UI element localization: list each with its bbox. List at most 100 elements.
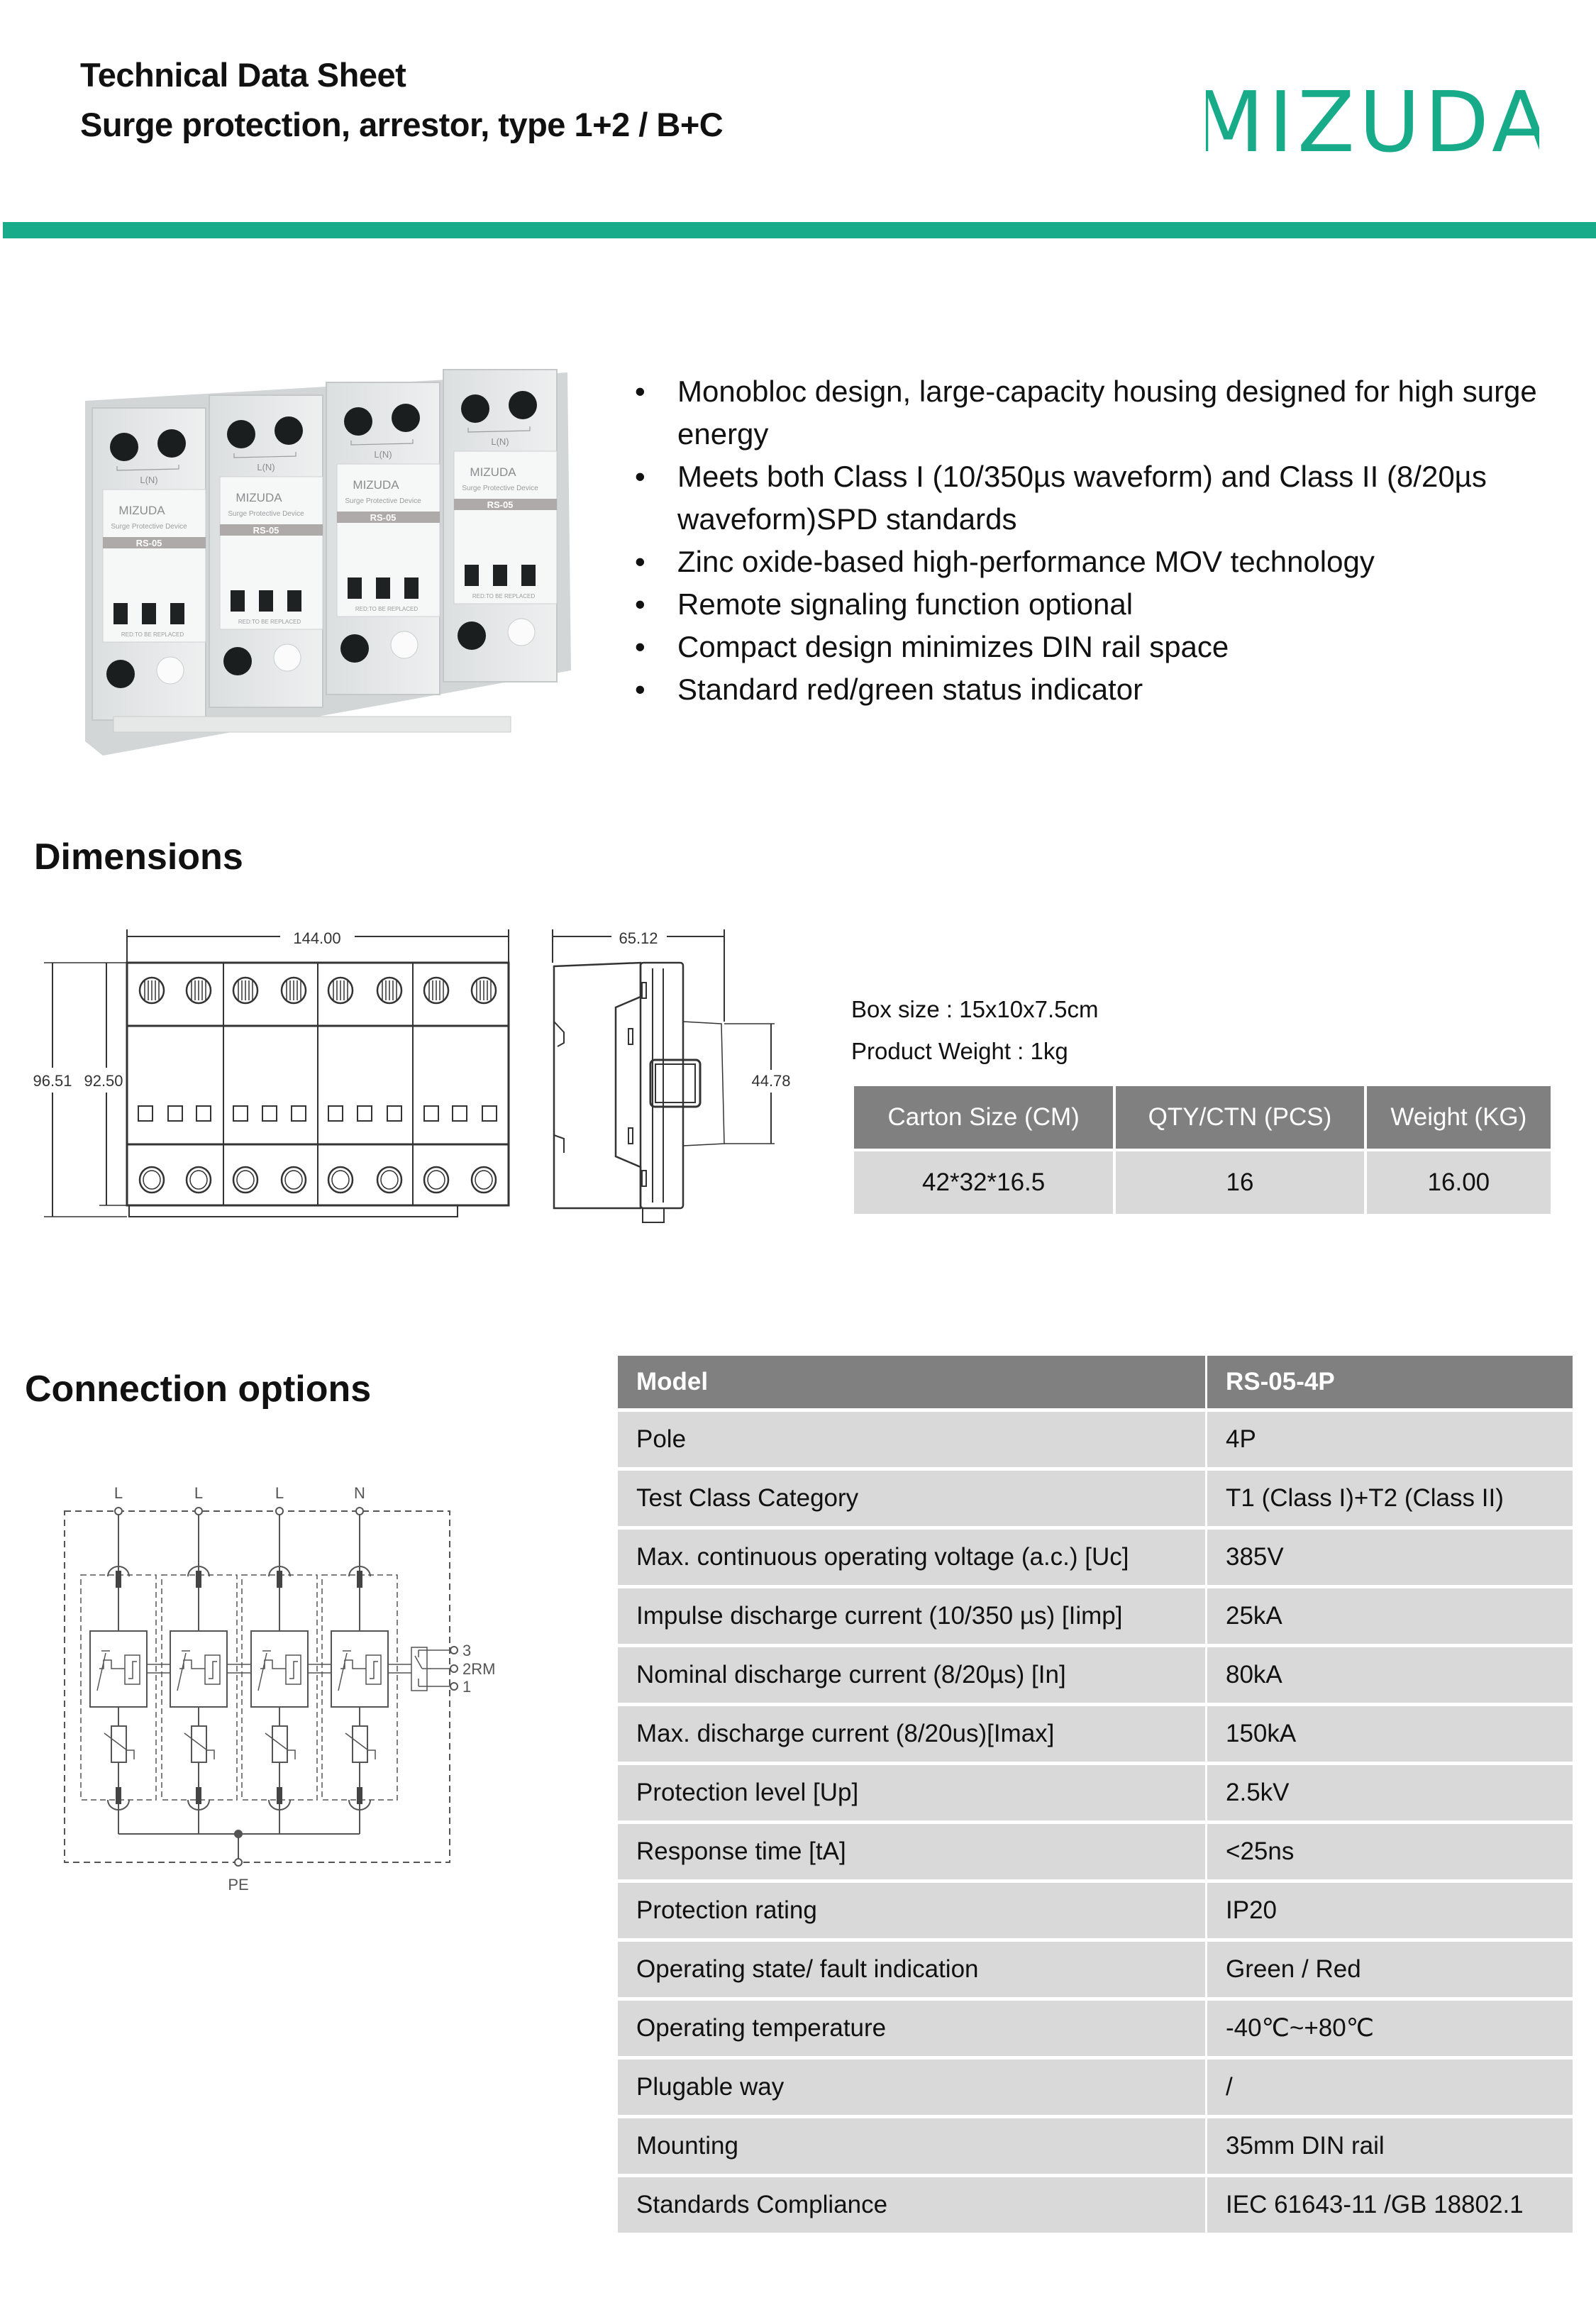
feature-text: Compact design minimizes DIN rail space	[677, 630, 1229, 663]
label-device-type: Surge Protective Device	[228, 510, 304, 518]
terminal-hole-icon	[376, 1166, 403, 1194]
carton-size-value: 42*32*16.5	[854, 1151, 1114, 1214]
remote-contact-2rm: 2RM	[462, 1660, 495, 1678]
weight-header: Weight (KG)	[1366, 1086, 1551, 1149]
feature-text: Monobloc design, large-capacity housing …	[677, 375, 1537, 451]
spec-parameter: Nominal discharge current (8/20µs) [In]	[618, 1647, 1205, 1703]
label-warning: RED:TO BE REPLACED	[472, 593, 536, 599]
terminal-hole-icon	[344, 407, 372, 436]
product-weight: Product Weight : 1kg	[851, 1038, 1068, 1064]
feature-text: Remote signaling function optional	[677, 587, 1134, 621]
status-indicator	[348, 577, 362, 599]
carton-size-header: Carton Size (CM)	[854, 1086, 1114, 1149]
spec-parameter: Operating state/ fault indication	[618, 1942, 1205, 1997]
bullet-icon: •	[635, 630, 645, 663]
dimensions-heading: Dimensions	[34, 836, 243, 878]
terminal-hole-icon	[327, 1166, 354, 1194]
header-divider-bar	[3, 222, 1596, 238]
screw-terminal-icon	[470, 976, 497, 1005]
din-rail-base	[113, 716, 511, 733]
width-dimension-label: 144.00	[293, 929, 340, 947]
terminal-hole-icon	[232, 1166, 259, 1194]
terminal-hole-icon	[461, 394, 489, 423]
remote-contact-1: 1	[462, 1678, 471, 1696]
bullet-icon: •	[635, 545, 645, 578]
label-device-type: Surge Protective Device	[345, 497, 421, 505]
spec-parameter: Standards Compliance	[618, 2177, 1205, 2233]
status-indicator	[287, 590, 301, 612]
spec-row: Protection level [Up]2.5kV	[618, 1765, 1573, 1820]
terminal-hole-icon	[340, 634, 369, 663]
label-warning: RED:TO BE REPLACED	[355, 606, 419, 612]
depth-dimension-label: 65.12	[619, 929, 658, 947]
spec-value: 2.5kV	[1207, 1765, 1573, 1820]
indicator-window	[357, 1105, 372, 1122]
spec-parameter: Test Class Category	[618, 1471, 1205, 1526]
spec-row: Response time [tA]<25ns	[618, 1824, 1573, 1879]
status-indicator	[113, 603, 128, 624]
feature-item: • Monobloc design, large-capacity housing…	[635, 370, 1557, 455]
screw-terminal-icon	[185, 976, 212, 1005]
indicator-window	[196, 1105, 211, 1122]
dimension-drawing: 144.00 96.51 92.50 65.12	[33, 929, 791, 1223]
input-terminal	[114, 1507, 123, 1515]
status-indicator	[465, 565, 479, 586]
label-brand: MIZUDA	[118, 504, 165, 517]
label-device-type: Surge Protective Device	[462, 485, 538, 492]
label-device-type: Surge Protective Device	[111, 523, 187, 531]
feature-text: Standard red/green status indicator	[677, 673, 1143, 706]
indicator-window	[291, 1105, 306, 1122]
feature-item: • Compact design minimizes DIN rail space	[635, 626, 1557, 668]
terminal-hole-icon	[157, 429, 186, 458]
spec-value: /	[1207, 2060, 1573, 2115]
terminal-hole-icon	[138, 1166, 165, 1194]
spec-value: Green / Red	[1207, 1942, 1573, 1997]
document-title: Technical Data Sheet	[80, 56, 406, 94]
spec-row: Plugable way/	[618, 2060, 1573, 2115]
terminal-hole-icon	[227, 420, 255, 448]
rail-height-label: 44.78	[751, 1072, 790, 1090]
terminal-hole-icon	[185, 1166, 212, 1194]
carton-table-row: 42*32*16.5 16 16.00	[854, 1151, 1551, 1214]
bullet-icon: •	[635, 587, 645, 621]
screw-terminal-icon	[423, 976, 450, 1005]
terminal-hole-icon	[106, 660, 135, 688]
line-terminal-label: L	[194, 1484, 203, 1502]
terminal-cover-icon	[273, 643, 301, 672]
spec-value: 35mm DIN rail	[1207, 2118, 1573, 2174]
line-terminal-label: N	[354, 1484, 365, 1502]
terminal-hole-icon	[392, 404, 420, 432]
spec-parameter: Pole	[618, 1412, 1205, 1467]
label-brand: MIZUDA	[235, 491, 282, 504]
model-value: RS-05-4P	[1207, 1356, 1573, 1408]
spec-value: <25ns	[1207, 1824, 1573, 1879]
spec-value: T1 (Class I)+T2 (Class II)	[1207, 1471, 1573, 1526]
status-indicator	[142, 603, 156, 624]
feature-text: Meets both Class I (10/350µs waveform) a…	[677, 460, 1487, 536]
indicator-window	[482, 1105, 497, 1122]
spec-row: Max. continuous operating voltage (a.c.)…	[618, 1530, 1573, 1585]
screw-terminal-icon	[280, 976, 307, 1005]
label-model: RS-05	[487, 499, 514, 510]
terminal-hole-icon	[223, 647, 252, 675]
spec-parameter: Operating temperature	[618, 2001, 1205, 2056]
pe-terminal	[234, 1858, 243, 1867]
label-warning: RED:TO BE REPLACED	[121, 631, 184, 638]
spec-row: Impulse discharge current (10/350 µs) [I…	[618, 1588, 1573, 1644]
label-model: RS-05	[370, 512, 397, 523]
bullet-icon: •	[635, 375, 645, 408]
pole-circuit: N	[321, 1484, 398, 1834]
indicator-window	[233, 1105, 248, 1122]
bullet-icon: •	[635, 460, 645, 493]
model-label: Model	[618, 1356, 1205, 1408]
terminal-cover-icon	[156, 656, 184, 685]
screw-terminal-icon	[232, 976, 259, 1005]
